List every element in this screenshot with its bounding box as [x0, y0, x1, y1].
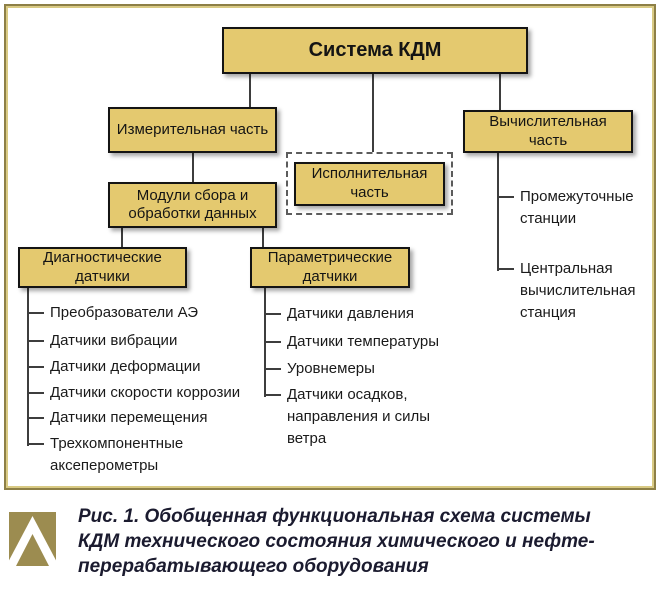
tree-tick	[264, 368, 281, 370]
publisher-logo	[6, 512, 59, 566]
list-item: Центральная вычислительная станция	[497, 258, 656, 324]
diagnostic-item-label: Датчики вибрации	[50, 332, 178, 349]
node-measuring-label: Измерительная часть	[116, 120, 269, 138]
node-executive-dashed-outline: Исполнительная часть	[286, 152, 453, 215]
tree-tick	[264, 313, 281, 315]
caption-line: перерабатывающего оборудования	[78, 556, 429, 577]
diagnostic-item-label: Датчики скорости коррозии	[50, 384, 241, 401]
computing-item-label: Промежуточные станции	[520, 188, 634, 227]
node-data-modules-label: Модули сбора и обработки данных	[128, 186, 257, 222]
parametric-item-label: Уровнемеры	[287, 360, 375, 377]
node-parametric-sensors: Параметрические датчики	[250, 247, 410, 288]
list-item: Датчики давления	[264, 303, 473, 325]
connector-root-executive	[372, 74, 374, 152]
chevron-up-icon	[6, 512, 59, 566]
list-item: Преобразователи АЭ	[27, 302, 260, 324]
list-item: Датчики вибрации	[27, 330, 260, 352]
connector-modules-diagnostic	[121, 228, 123, 247]
list-item: Датчики деформации	[27, 356, 260, 378]
connector-root-measuring	[249, 74, 251, 107]
list-item: Уровнемеры	[264, 358, 473, 380]
node-system-kdm: Система КДМ	[222, 27, 528, 74]
diagnostic-item-label: Датчики перемещения	[50, 409, 208, 426]
node-diagnostic-sensors: Диагностические датчики	[18, 247, 187, 288]
tree-tick	[27, 312, 44, 314]
list-item: Датчики осадков, направления и силы ветр…	[264, 384, 473, 450]
diagnostic-item-label: Преобразователи АЭ	[50, 304, 199, 321]
figure-caption: Рис. 1. Обобщенная функциональная схема …	[78, 504, 656, 579]
parametric-item-label: Датчики температуры	[287, 333, 440, 350]
caption-line: КДМ технического состояния химического и…	[78, 531, 595, 552]
tree-tick	[264, 394, 281, 396]
tree-tick	[497, 268, 514, 270]
node-measuring-part: Измерительная часть	[108, 107, 277, 153]
list-item: Датчики перемещения	[27, 407, 260, 429]
computing-item-label: Центральная вычислительная станция	[520, 260, 636, 321]
list-item: Датчики температуры	[264, 331, 473, 353]
list-item: Промежуточные станции	[497, 186, 656, 230]
diagnostic-item-label: Датчики деформации	[50, 358, 201, 375]
node-executive-part: Исполнительная часть	[294, 161, 445, 206]
tree-tick	[497, 196, 514, 198]
node-parametric-label: Параметрические датчики	[267, 249, 393, 285]
connector-modules-parametric	[262, 228, 264, 247]
parametric-item-label: Датчики осадков, направления и силы ветр…	[287, 386, 431, 447]
tree-tick	[27, 340, 44, 342]
connector-measuring-modules	[192, 153, 194, 182]
tree-tick	[27, 392, 44, 394]
node-computing-part: Вычислительная часть	[463, 110, 633, 153]
list-item: Датчики скорости коррозии	[27, 382, 260, 404]
list-item: Трехкомпонентные аксеперометры	[27, 433, 205, 477]
parametric-item-label: Датчики давления	[287, 305, 414, 322]
node-system-kdm-label: Система КДМ	[308, 39, 442, 62]
caption-line: Рис. 1. Обобщенная функциональная схема …	[78, 506, 591, 527]
tree-tick	[27, 443, 44, 445]
diagnostic-item-label: Трехкомпонентные аксеперометры	[50, 435, 184, 474]
node-data-modules: Модули сбора и обработки данных	[108, 182, 277, 228]
tree-tick	[27, 417, 44, 419]
tree-tick	[264, 341, 281, 343]
node-diagnostic-label: Диагностические датчики	[43, 249, 162, 285]
connector-root-computing	[499, 74, 501, 110]
tree-vline-computing	[497, 153, 499, 271]
tree-tick	[27, 366, 44, 368]
node-executive-label: Исполнительная часть	[311, 165, 428, 201]
node-computing-label: Вычислительная часть	[489, 113, 607, 149]
